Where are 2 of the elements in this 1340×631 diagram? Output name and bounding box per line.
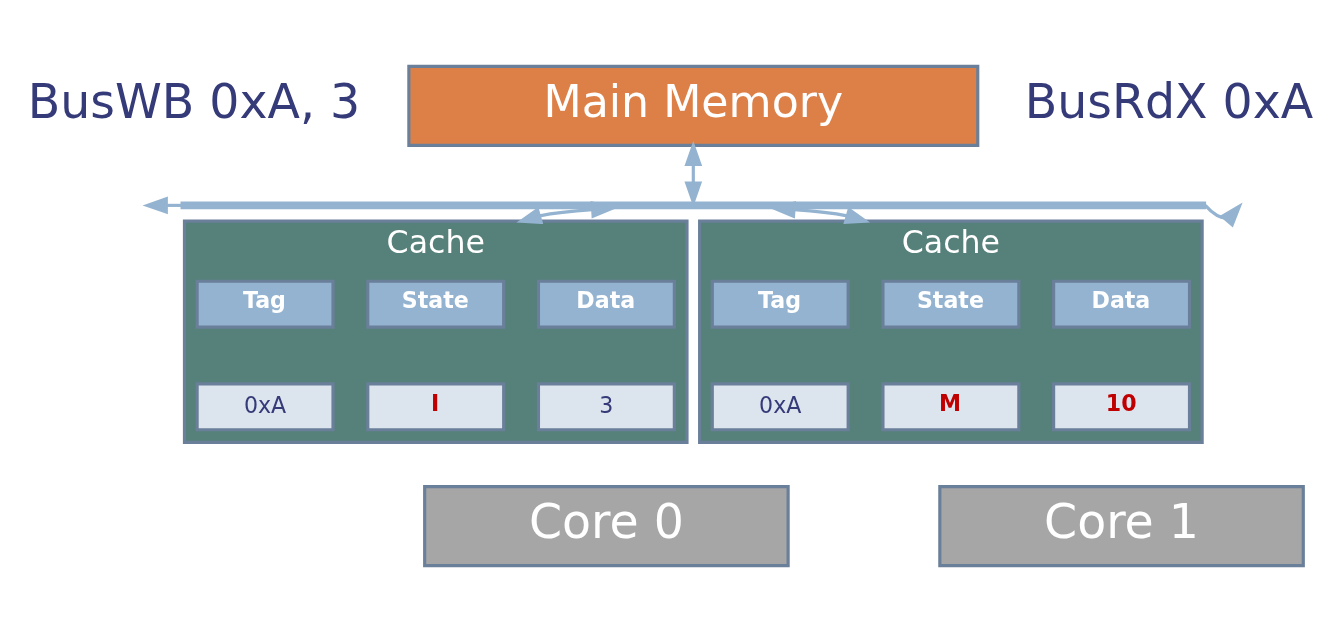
label: BusWB 0xA, 3 bbox=[27, 73, 361, 129]
label: BusRdX 0xA bbox=[1024, 73, 1314, 129]
